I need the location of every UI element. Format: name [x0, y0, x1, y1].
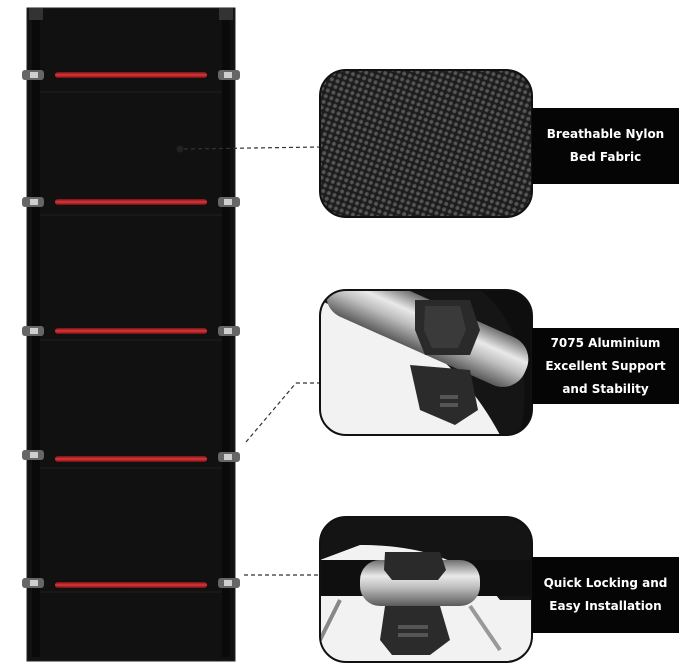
callout-line: and Stability	[562, 381, 649, 396]
callout-label-locking: Quick Locking and Easy Installation	[532, 557, 679, 633]
support-bar	[22, 70, 240, 80]
cot-body	[26, 7, 236, 662]
callout-label-fabric: Breathable Nylon Bed Fabric	[532, 108, 679, 184]
callout-line: 7075 Aluminium	[550, 335, 661, 350]
support-bar	[22, 450, 240, 462]
support-bar	[22, 326, 240, 336]
callout-line: Bed Fabric	[569, 150, 642, 164]
callout-line: Quick Locking and	[543, 576, 668, 590]
callout-line: Breathable Nylon	[546, 127, 665, 141]
support-bar	[22, 197, 240, 207]
leader-lines	[176, 145, 321, 576]
callout-line: Excellent Support	[545, 358, 666, 373]
callout-line: Easy Installation	[549, 599, 662, 613]
support-bars	[22, 70, 240, 588]
fabric-texture-detail	[319, 69, 533, 218]
aluminium-frame-detail	[319, 289, 533, 436]
support-bar	[22, 578, 240, 588]
callout-label-aluminium: 7075 Aluminium Excellent Support and Sta…	[532, 328, 679, 404]
locking-buckle-detail	[319, 516, 533, 663]
